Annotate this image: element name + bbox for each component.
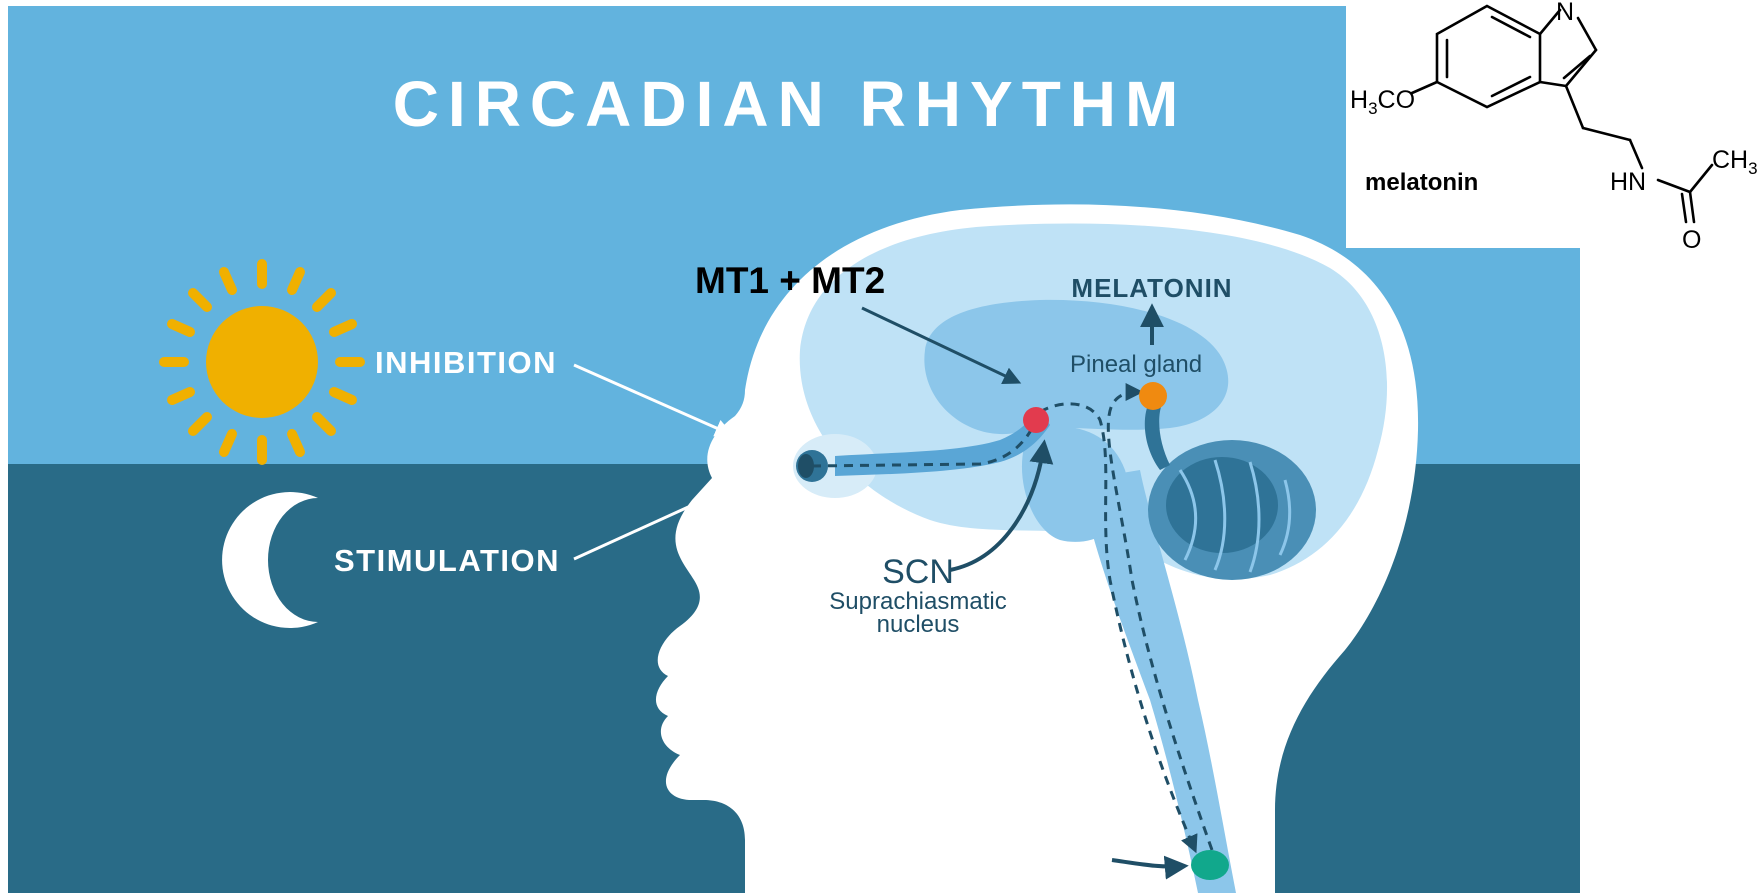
receptor-dot [1023,407,1049,433]
page-title: CIRCADIAN RHYTHM [393,68,1188,140]
structure-box [1346,0,1580,248]
stimulation-label: STIMULATION [334,543,560,578]
scn-line2-label: nucleus [877,611,960,638]
methyl-label: CH3 [1712,146,1758,178]
ganglion-dot [1191,850,1229,880]
receptor-label: MT1 + MT2 [695,260,885,301]
methoxy-label: H3CO [1350,86,1415,118]
methyl-bond [1690,165,1712,192]
scg-line2-label: ganglion [989,845,1093,873]
inhibition-label: INHIBITION [375,345,557,380]
amide-bond [1658,180,1690,192]
carbonyl-o-label: O [1682,226,1701,254]
cerebellum [1148,440,1316,580]
carbonyl-bond-1 [1690,192,1694,222]
scn-abbrev-label: SCN [882,553,954,591]
carbonyl-bond-2 [1682,194,1686,222]
pineal-gland-dot [1139,382,1167,410]
amide-nh-label: HN [1610,168,1646,196]
structure-name-label: melatonin [1365,169,1478,196]
melatonin-output-label: MELATONIN [1071,273,1232,303]
indole-n-label: N [1556,0,1574,26]
pineal-gland-label: Pineal gland [1070,351,1202,378]
